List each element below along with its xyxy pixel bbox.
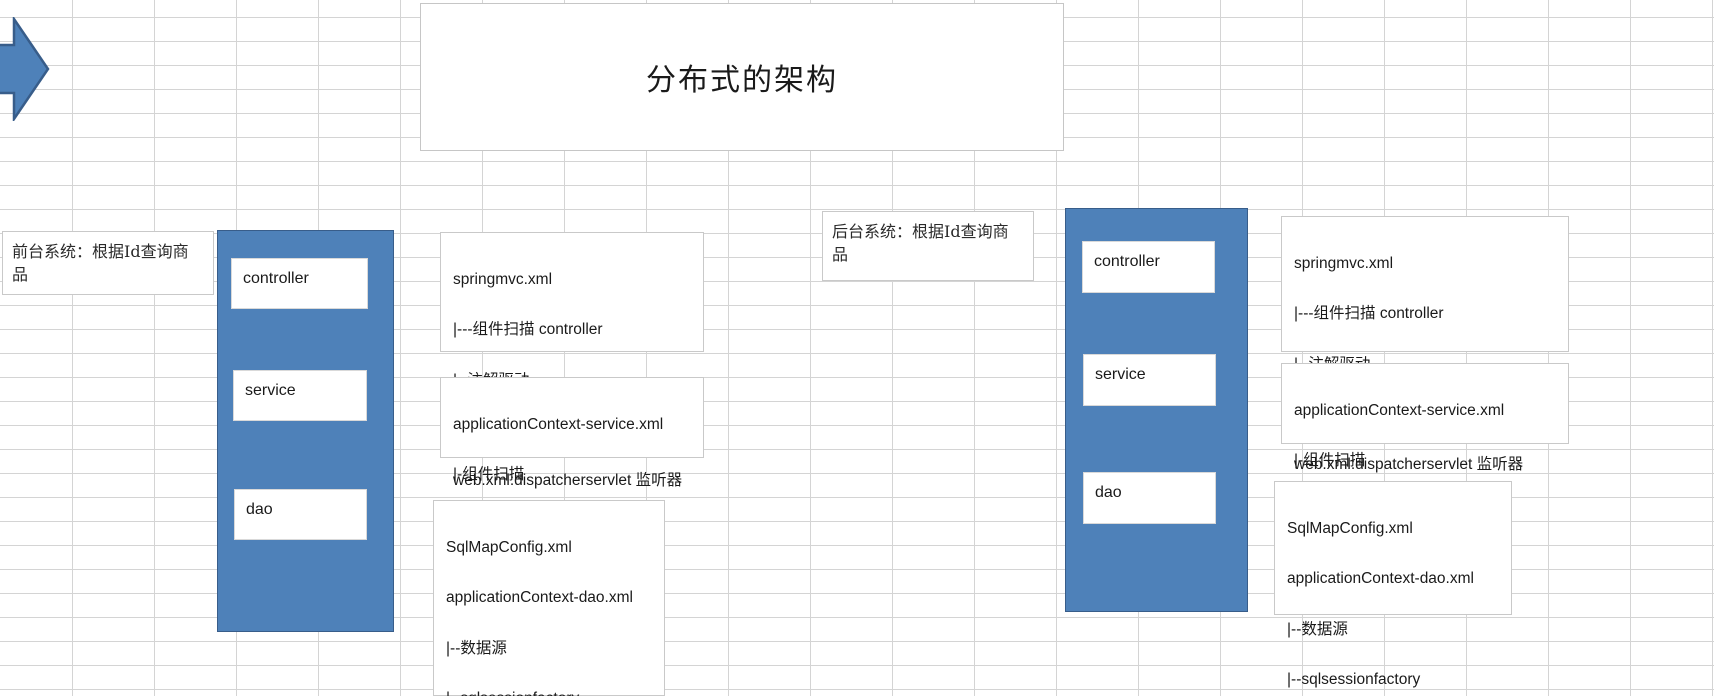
- note-line: applicationContext-service.xml: [1294, 402, 1505, 420]
- note-line: |-组件扫描: [453, 466, 525, 484]
- front-service-context-note: applicationContext-service.xml |-组件扫描 ap…: [440, 377, 704, 534]
- note-line: applicationContext-dao.xml: [1287, 570, 1474, 588]
- back-tier-service[interactable]: service: [1083, 354, 1216, 406]
- note-line: |--sqlsessionfactory: [446, 686, 652, 696]
- note-line: |---组件扫描 controller: [1294, 305, 1444, 323]
- note-line: applicationContext-dao.xml: [446, 589, 633, 607]
- back-service-context-note: applicationContext-service.xml |-组件扫描 ap…: [1281, 363, 1569, 520]
- note-line: springmvc.xml: [453, 271, 553, 289]
- back-tier-dao[interactable]: dao: [1083, 472, 1216, 524]
- back-tier-controller[interactable]: controller: [1082, 241, 1215, 293]
- note-line: SqlMapConfig.xml: [446, 539, 572, 557]
- title-box: 分布式的架构: [420, 3, 1064, 151]
- note-line: web.xml:dispatcherservlet 监听器: [1294, 455, 1524, 473]
- note-line: |--sqlsessionfactory: [1287, 670, 1421, 688]
- front-tier-controller[interactable]: controller: [231, 258, 368, 309]
- note-line: applicationContext-service.xml: [453, 416, 664, 434]
- blue-right-arrow-icon: [0, 17, 50, 121]
- note-line: SqlMapConfig.xml: [1287, 520, 1413, 538]
- front-tier-service[interactable]: service: [233, 370, 367, 421]
- note-line: springmvc.xml: [1294, 255, 1394, 273]
- back-dao-context-note: SqlMapConfig.xml applicationContext-dao.…: [1274, 481, 1512, 688]
- page-title: 分布式的架构: [646, 63, 838, 98]
- front-tier-dao[interactable]: dao: [234, 489, 367, 540]
- back-springmvc-note: springmvc.xml |---组件扫描 controller |--注解驱…: [1281, 216, 1569, 473]
- note-line: |--数据源: [446, 639, 507, 657]
- front-system-label: 前台系统：根据Id查询商品: [2, 231, 214, 295]
- note-line: |---组件扫描 controller: [453, 321, 603, 339]
- note-line: |-组件扫描: [1294, 452, 1366, 470]
- front-springmvc-note: springmvc.xml |---组件扫描 controller |--注解驱…: [440, 232, 704, 489]
- front-dao-context-note: SqlMapConfig.xml applicationContext-dao.…: [433, 500, 665, 696]
- note-line: web.xml:dispatcherservlet 监听器: [453, 471, 683, 489]
- back-system-label: 后台系统：根据Id查询商品: [822, 211, 1034, 281]
- note-line: |--数据源: [1287, 620, 1348, 638]
